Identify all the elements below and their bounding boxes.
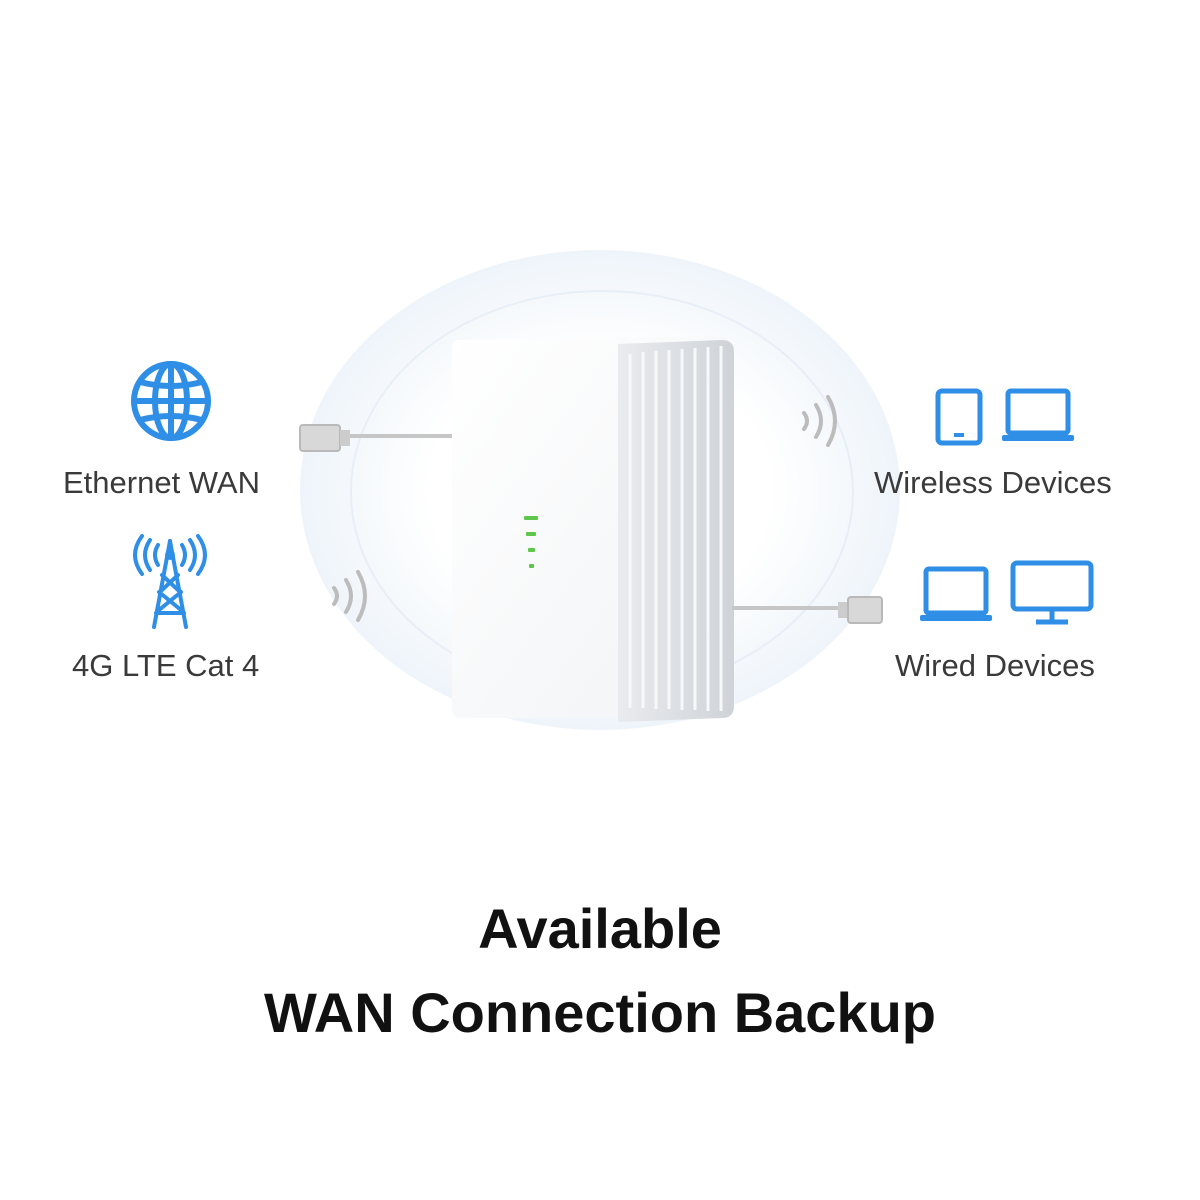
title-line-2: WAN Connection Backup xyxy=(263,981,937,1044)
wireless-devices-label: Wireless Devices xyxy=(874,465,1112,500)
wifi-waves-icon xyxy=(332,570,367,622)
cell-tower-icon xyxy=(133,534,207,629)
wifi-waves-icon xyxy=(802,395,837,447)
monitor-icon xyxy=(1010,560,1094,625)
router-device xyxy=(452,336,734,722)
wired-devices-label: Wired Devices xyxy=(895,648,1095,683)
title-line-1: Available xyxy=(478,897,722,960)
lte-label: 4G LTE Cat 4 xyxy=(72,648,260,683)
ethernet-wan-label: Ethernet WAN xyxy=(63,465,260,500)
ethernet-cable-left xyxy=(299,424,456,452)
laptop-icon xyxy=(920,566,992,621)
tablet-icon xyxy=(935,388,983,446)
ethernet-cable-right xyxy=(732,596,883,624)
laptop-icon xyxy=(1002,388,1074,441)
globe-icon xyxy=(131,361,211,441)
